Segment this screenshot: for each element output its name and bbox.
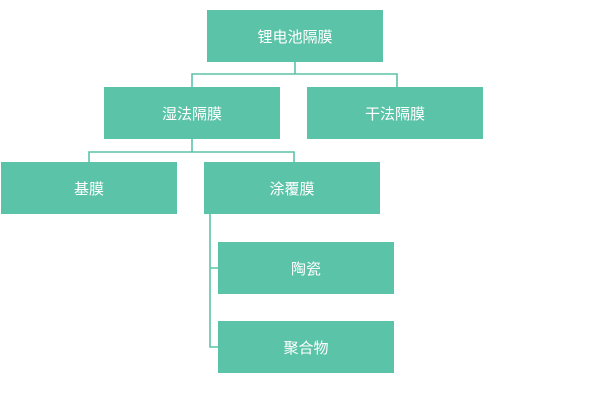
node-label: 陶瓷 (290, 259, 321, 278)
node-ceramic: 陶瓷 (218, 242, 394, 294)
node-label: 干法隔膜 (364, 104, 425, 123)
node-dry-process-separator: 干法隔膜 (307, 87, 483, 139)
node-label: 湿法隔膜 (161, 104, 222, 123)
connector-coated-children (209, 214, 218, 348)
node-wet-process-separator: 湿法隔膜 (104, 87, 280, 139)
node-label: 聚合物 (283, 338, 329, 357)
connector-wet-children (88, 139, 295, 162)
node-polymer: 聚合物 (218, 321, 394, 373)
node-coated-film: 涂覆膜 (204, 162, 380, 214)
node-label: 锂电池隔膜 (257, 27, 333, 46)
node-label: 基膜 (73, 179, 104, 198)
node-base-film: 基膜 (1, 162, 177, 214)
node-label: 涂覆膜 (269, 179, 315, 198)
connector-root-children (191, 62, 398, 87)
node-lithium-battery-separator: 锂电池隔膜 (207, 10, 383, 62)
